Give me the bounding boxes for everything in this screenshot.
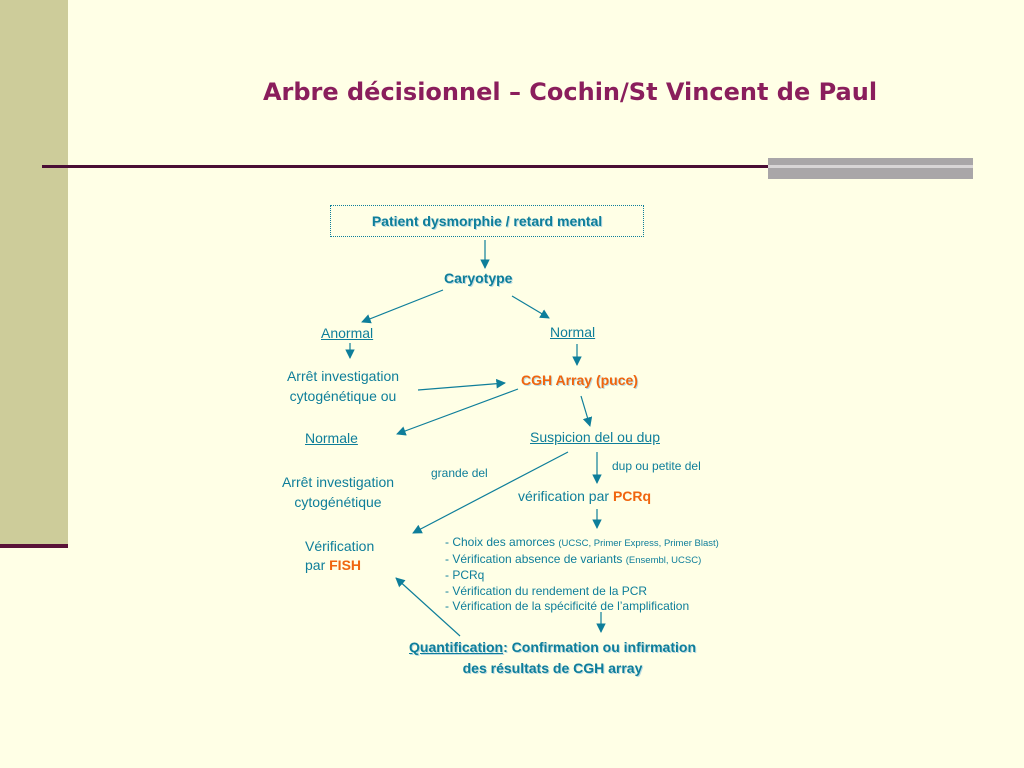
header-bar-stripe bbox=[768, 165, 973, 168]
pcr-step: - Vérification absence de variants (Ense… bbox=[445, 552, 825, 569]
arrow-caryotype-to-normal bbox=[511, 295, 550, 319]
node-quantification: Quantification: Confirmation ou infirmat… bbox=[340, 637, 765, 679]
header-bar bbox=[768, 158, 973, 179]
header-rule bbox=[42, 165, 770, 168]
node-fish-line1: Vérification bbox=[305, 538, 375, 554]
node-start-label: Patient dysmorphie / retard mental bbox=[371, 213, 603, 229]
pcr-step-text: - Vérification absence de variants bbox=[445, 551, 626, 566]
node-suspicion: Suspicion del ou dup bbox=[530, 429, 660, 445]
pcr-step-text: - PCRq bbox=[445, 568, 485, 582]
node-verif-pcrq-highlight: PCRq bbox=[612, 488, 652, 504]
arrow-grande-del-to-fish bbox=[412, 451, 569, 534]
pcr-step: - PCRq bbox=[445, 568, 825, 584]
pcr-step-text: - Vérification de la spécificité de l’am… bbox=[445, 599, 690, 613]
pcr-step: - Vérification de la spécificité de l’am… bbox=[445, 599, 825, 615]
pcr-step-detail: (Ensembl, UCSC) bbox=[625, 554, 702, 566]
page-title: Arbre décisionnel – Cochin/St Vincent de… bbox=[262, 78, 878, 106]
sidebar-rule bbox=[0, 544, 68, 548]
label-dup-petite-del: dup ou petite del bbox=[612, 459, 701, 473]
pcr-step-detail: (UCSC, Primer Express, Primer Blast) bbox=[558, 538, 719, 549]
node-quantification-line2: des résultats de CGH array bbox=[462, 660, 643, 676]
node-caryotype: Caryotype bbox=[444, 270, 513, 286]
arrow-cgh-to-suspicion bbox=[580, 395, 593, 427]
node-quantification-rest: : Confirmation ou infirmation bbox=[503, 639, 696, 655]
label-grande-del: grande del bbox=[431, 466, 488, 480]
node-fish: Vérification par FISH bbox=[305, 537, 374, 575]
pcr-step: - Choix des amorces (UCSC, Primer Expres… bbox=[445, 535, 825, 552]
node-normal: Normal bbox=[550, 324, 596, 340]
arrow-cgh-to-normale bbox=[396, 388, 519, 436]
node-arret-1-line1: Arrêt investigation bbox=[286, 368, 400, 384]
node-verif-pcrq-prefix: vérification par bbox=[518, 488, 613, 504]
node-cgh-array: CGH Array (puce) bbox=[521, 372, 638, 388]
node-fish-prefix: par bbox=[305, 557, 330, 573]
node-anormal: Anormal bbox=[321, 325, 374, 341]
pcr-step: - Vérification du rendement de la PCR bbox=[445, 584, 825, 600]
node-quantification-underlined: Quantification bbox=[409, 639, 504, 655]
sidebar-decoration bbox=[0, 0, 68, 548]
node-arret-1-line2: cytogénétique ou bbox=[289, 388, 397, 404]
node-fish-highlight: FISH bbox=[329, 557, 362, 573]
node-normale: Normale bbox=[305, 430, 358, 446]
arrow-arret-to-cgh bbox=[417, 378, 506, 391]
node-verif-pcrq: vérification par PCRq bbox=[518, 488, 651, 504]
pcr-step-text: - Vérification du rendement de la PCR bbox=[445, 583, 648, 598]
pcr-step-text: - Choix des amorces bbox=[445, 535, 559, 549]
pcr-steps-list: - Choix des amorces (UCSC, Primer Expres… bbox=[445, 535, 825, 615]
node-arret-2: Arrêt investigation cytogénétique bbox=[248, 472, 428, 512]
node-arret-2-line1: Arrêt investigation bbox=[281, 474, 395, 490]
node-arret-2-line2: cytogénétique bbox=[294, 494, 382, 510]
node-start: Patient dysmorphie / retard mental bbox=[330, 205, 644, 237]
arrow-quantification-to-fish bbox=[395, 577, 461, 637]
node-arret-1: Arrêt investigation cytogénétique ou bbox=[253, 366, 433, 406]
arrow-caryotype-to-anormal bbox=[361, 289, 444, 324]
